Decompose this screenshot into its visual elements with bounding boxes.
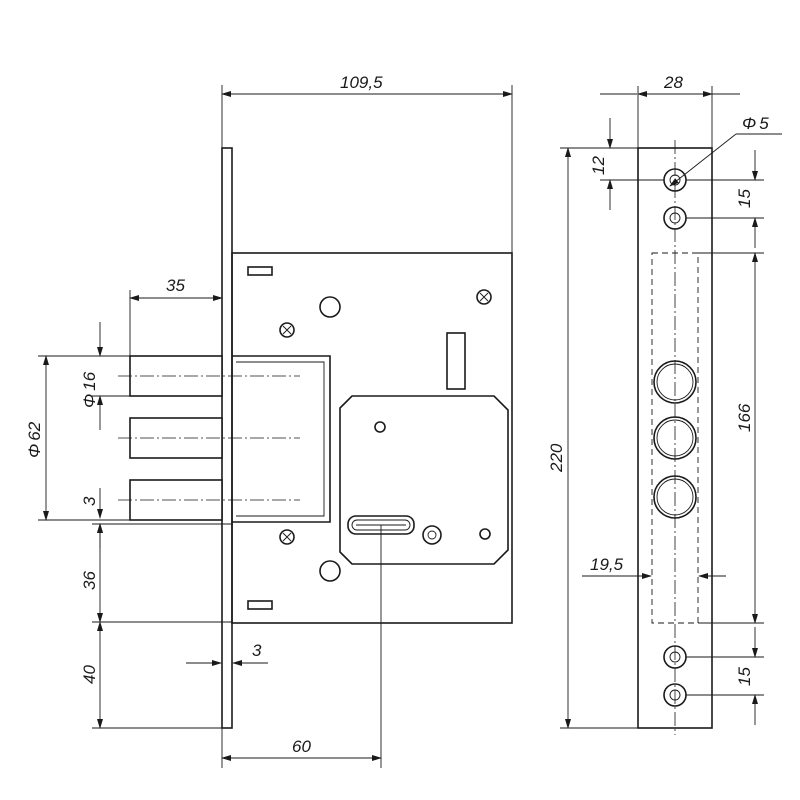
dim-bottom-offset: 40 (80, 665, 99, 684)
hole-icon (319, 560, 341, 582)
bolt-hole-icon (653, 360, 697, 404)
body-slot-top (247, 266, 273, 276)
bolt-carrier (232, 355, 331, 523)
front-view: 109,5 35 Φ16 Φ62 3 36 40 3 (25, 73, 513, 768)
dim-bolt-throw: 35 (166, 276, 185, 295)
bolts (118, 355, 300, 521)
dim-bolt-span: Φ62 (25, 421, 44, 458)
dim-bolt-diameter: Φ16 (80, 371, 99, 408)
dim-width-total: 109,5 (340, 73, 383, 92)
hole-icon (479, 528, 491, 540)
dim-backset: 60 (292, 737, 311, 756)
body-slot-vertical (446, 332, 466, 390)
screw-icon (279, 529, 295, 545)
hole-icon (319, 296, 341, 318)
screw-icon (422, 525, 442, 545)
dim-faceplate-width: 28 (663, 73, 683, 92)
dim-faceplate-thickness: 3 (252, 641, 262, 660)
cylinder-cover-plate (339, 395, 509, 565)
screw-icon (476, 289, 492, 305)
body-fasteners (279, 289, 492, 582)
dim-top-hole-offset: 12 (589, 156, 608, 175)
dim-bottom-hole-spacing: 15 (735, 667, 754, 686)
screw-icon (279, 322, 295, 338)
dim-bolt-zone-height: 166 (735, 403, 754, 432)
dim-key-to-bottom: 36 (80, 571, 99, 590)
dim-total-height: 220 (547, 443, 566, 473)
dim-top-hole-spacing: 15 (735, 189, 754, 208)
dim-bolt-hole-offset: 19,5 (590, 555, 624, 574)
dim-bolt-gap: 3 (80, 496, 99, 506)
bolt-hole-icon (653, 475, 697, 519)
bolt-hole-icon (653, 416, 697, 460)
body-slot-bottom (247, 600, 273, 610)
hole-icon (374, 421, 386, 433)
